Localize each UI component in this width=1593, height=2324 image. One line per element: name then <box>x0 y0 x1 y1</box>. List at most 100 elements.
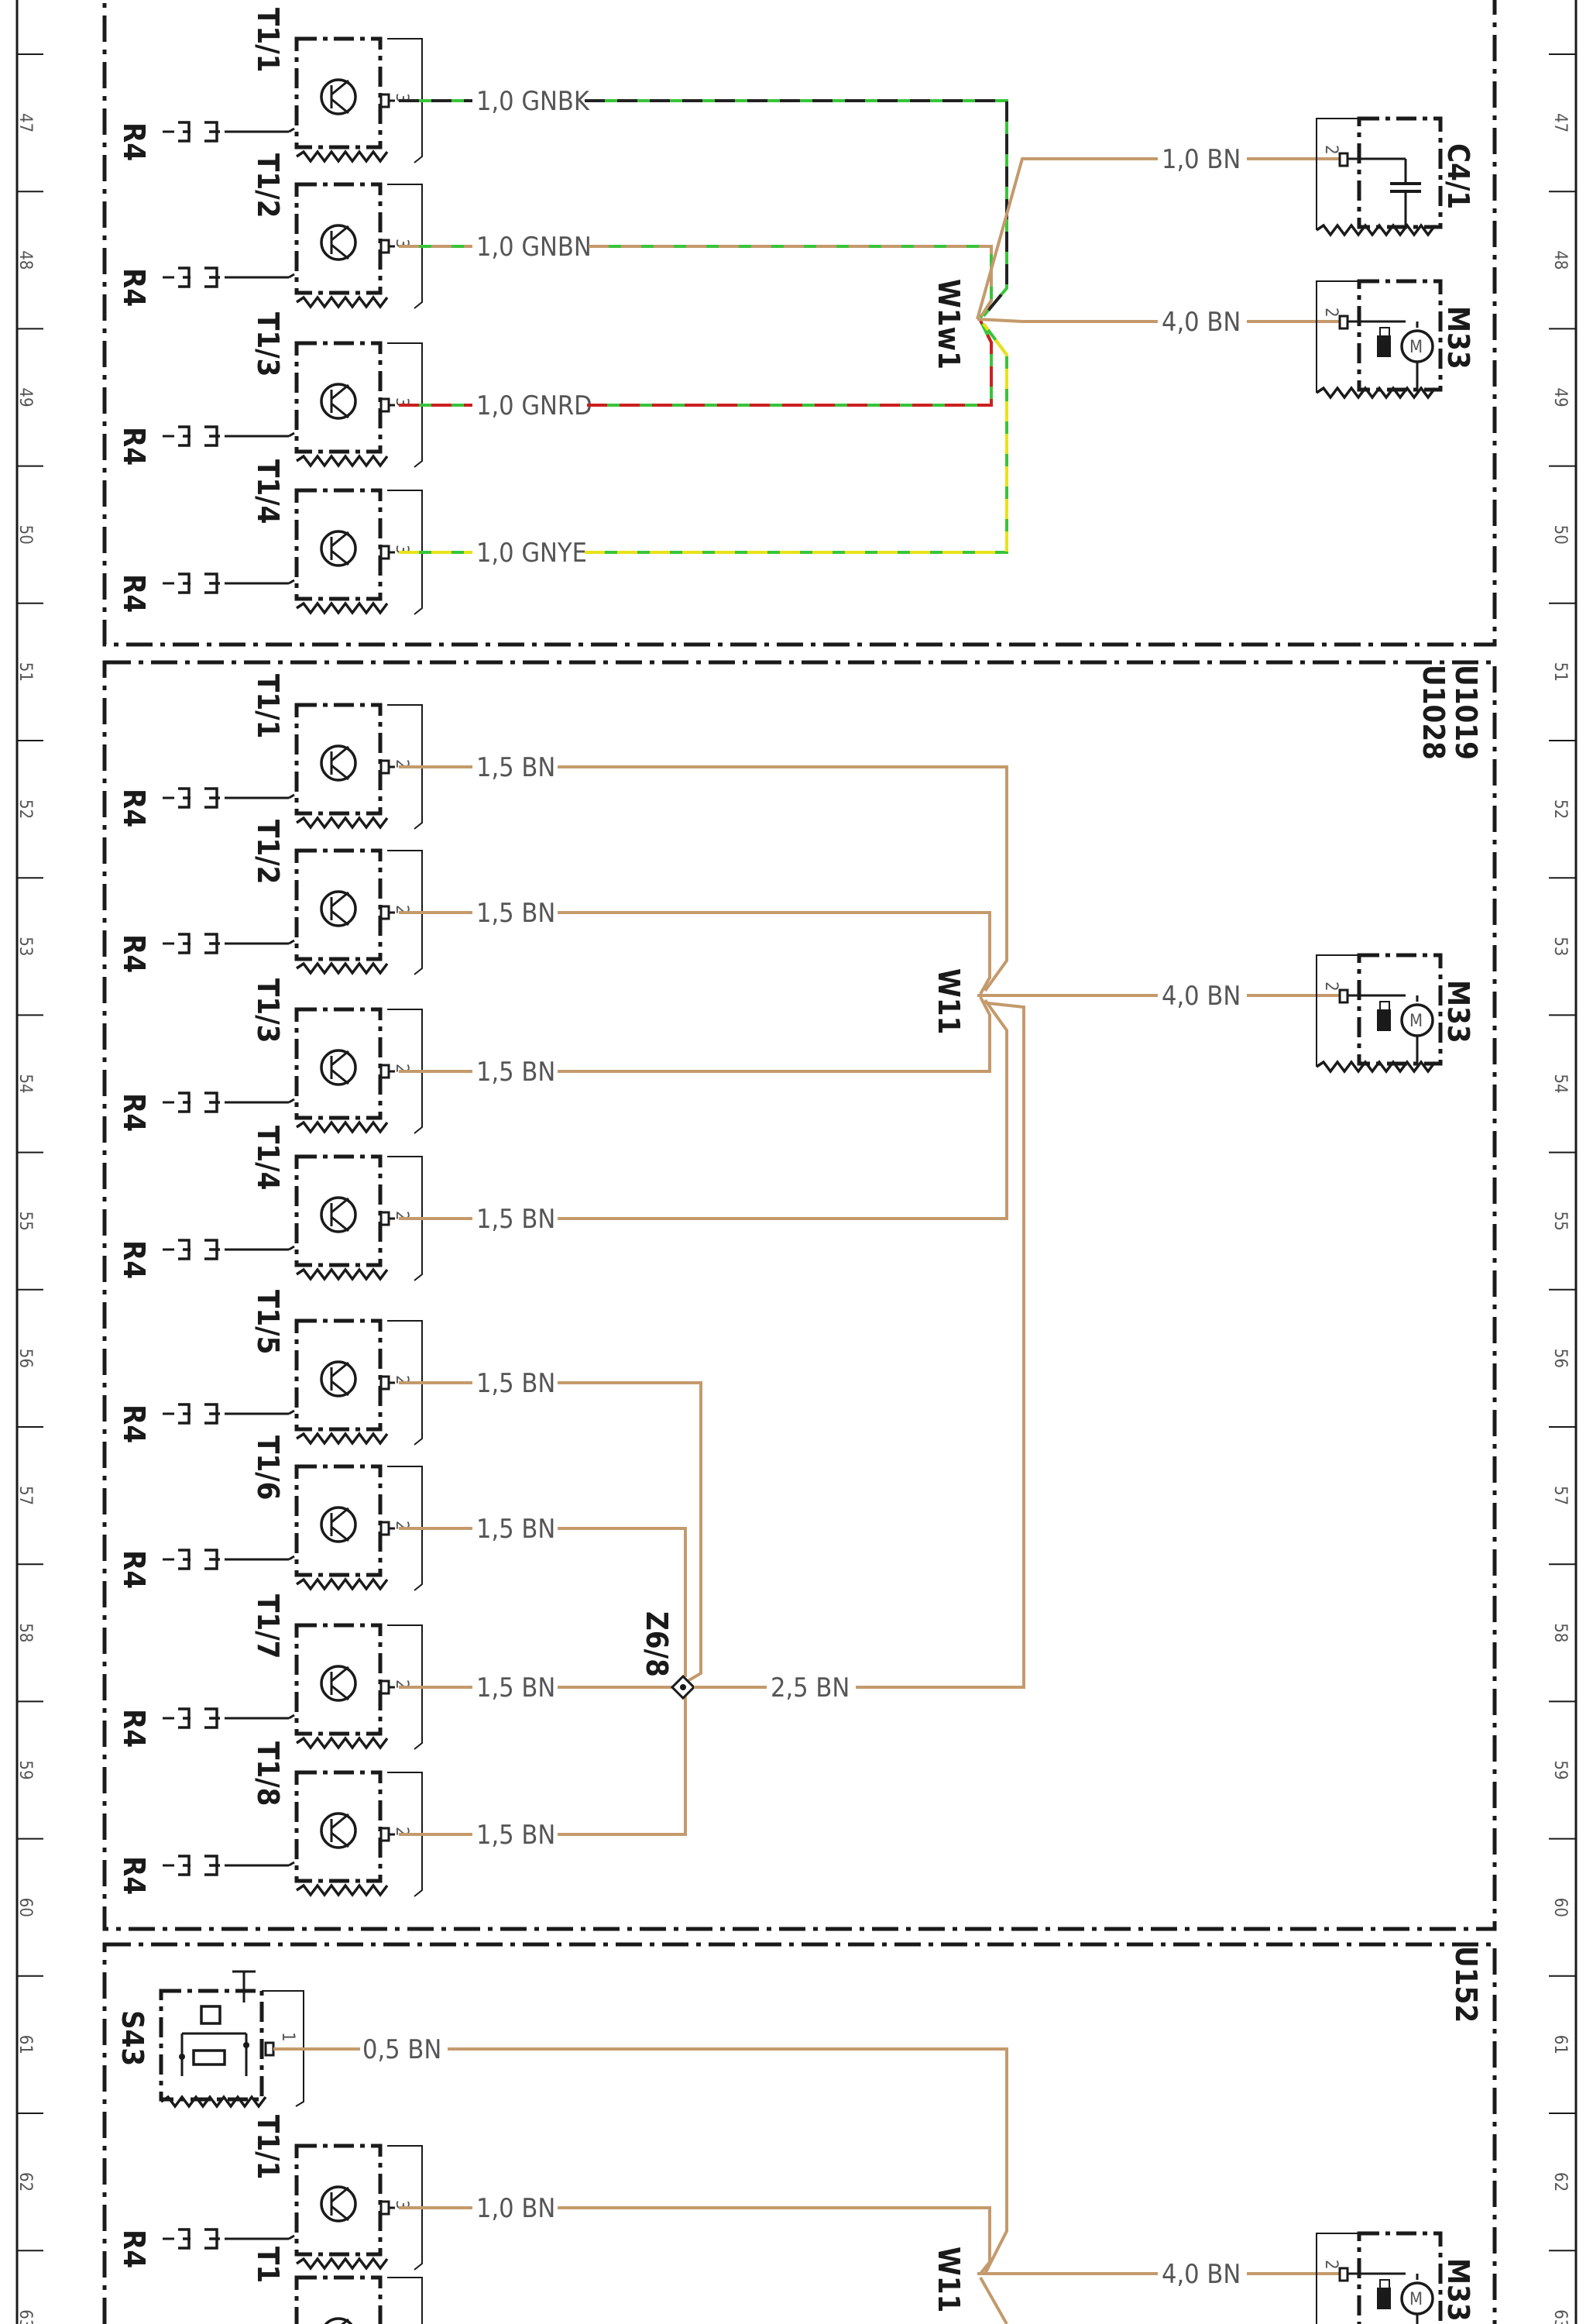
row-number-left: 53 <box>15 937 35 956</box>
wire-label: 1,5 BN <box>476 752 555 783</box>
row-number-left: 50 <box>15 525 35 545</box>
resistor-label: R4 <box>117 1856 151 1895</box>
connector-icon <box>178 787 191 809</box>
resistor-label: R4 <box>117 574 151 613</box>
wire-a3 <box>558 996 991 1073</box>
resistor-label: R4 <box>117 1550 151 1589</box>
resistor-label: R4 <box>117 122 151 161</box>
row-number-right: 48 <box>1550 250 1570 270</box>
transistor-icon <box>320 1049 357 1086</box>
row-number-left: 47 <box>15 113 35 132</box>
resistor-label: R4 <box>117 1709 151 1748</box>
wire-label: 1,0 GNRD <box>476 390 592 421</box>
transistor-icon <box>320 1506 357 1543</box>
wire-label: 1,5 BN <box>476 1368 555 1399</box>
sensor-label: T1/3 <box>251 978 285 1043</box>
transistor-icon <box>320 1360 357 1397</box>
resistor-label: R4 <box>117 1404 151 1443</box>
resistor-label: R4 <box>117 934 151 973</box>
row-number-left: 63 <box>15 2309 35 2324</box>
row-number-left: 52 <box>15 799 35 819</box>
row-number-left: 59 <box>15 1760 35 1779</box>
motor-symbol: M <box>1409 1012 1423 1031</box>
row-number-left: 49 <box>15 387 35 407</box>
transistor-icon <box>320 744 357 782</box>
row-number-left: 58 <box>15 1623 35 1642</box>
resistor-label: R4 <box>117 2229 151 2268</box>
wire-label: 1,5 BN <box>476 1673 555 1703</box>
transistor-icon <box>320 890 357 927</box>
row-number-left: 62 <box>15 2172 35 2192</box>
row-number-right: 49 <box>1550 387 1570 407</box>
wire-output-c4 <box>976 157 1158 320</box>
sensor-label: T1/7 <box>251 1594 285 1659</box>
sensor-label: T1/1 <box>251 8 285 72</box>
switch-label: S43 <box>115 2010 149 2066</box>
wire-gnrd <box>587 320 993 407</box>
connector-icon <box>178 266 191 288</box>
row-number-left: 56 <box>15 1349 35 1368</box>
row-number-right: 63 <box>1550 2309 1570 2324</box>
frame-section-1 <box>102 0 1497 647</box>
wire-label: 1,5 BN <box>476 1514 555 1545</box>
row-number-right: 47 <box>1550 113 1570 132</box>
sensor-c-2: T1 <box>251 2247 423 2324</box>
wire-trunk <box>856 1002 1025 1689</box>
transistor-icon <box>320 1665 357 1702</box>
sensor-label: T1/2 <box>251 153 285 218</box>
motor-symbol: M <box>1409 338 1423 357</box>
transistor-icon <box>320 1812 357 1849</box>
wire-label: 1,5 BN <box>476 1057 555 1088</box>
row-number-left: 51 <box>15 662 35 682</box>
connector-icon <box>178 1239 191 1260</box>
wire-a2 <box>558 911 991 995</box>
resistor-label: R4 <box>117 427 151 466</box>
device-label: M33 <box>1441 2258 1475 2322</box>
sensor-label: T1/4 <box>251 459 285 524</box>
connector-icon <box>178 425 191 447</box>
connector-icon <box>178 1707 191 1729</box>
row-number-right: 53 <box>1550 937 1570 956</box>
sensor-label: T1/2 <box>251 820 285 884</box>
wire-c1 <box>558 2206 991 2275</box>
resistor-label: R4 <box>117 789 151 827</box>
pin-number: 2 <box>1321 145 1341 155</box>
row-number-right: 56 <box>1550 1349 1570 1368</box>
device-label: M33 <box>1441 980 1475 1043</box>
wire-label: 1,0 GNBK <box>476 86 590 117</box>
motor-symbol: M <box>1409 2290 1423 2309</box>
row-number-left: 55 <box>15 1212 35 1231</box>
connector-icon <box>178 1403 191 1425</box>
transistor-icon <box>320 78 357 115</box>
resistor-label: R4 <box>117 1240 151 1279</box>
row-number-right: 59 <box>1550 1760 1570 1779</box>
row-number-right: 60 <box>1550 1898 1570 1917</box>
row-number-right: 50 <box>1550 525 1570 545</box>
row-number-right: 57 <box>1550 1486 1570 1505</box>
wire-label: 1,5 BN <box>476 1204 555 1235</box>
connector-icon <box>178 1549 191 1570</box>
wire-output-m33 <box>977 318 1158 323</box>
device-m33-2: 2M M33 <box>1316 953 1475 1074</box>
sensor-label: T1/5 <box>251 1290 285 1354</box>
row-number-right: 52 <box>1550 799 1570 819</box>
connector-icon <box>178 121 191 143</box>
pin-number: 2 <box>1321 982 1341 992</box>
splice-label: W11 <box>932 968 966 1034</box>
box-label-u152: U152 <box>1449 1946 1483 2023</box>
wire-label: 4,0 BN <box>1162 307 1241 338</box>
wire-b5 <box>558 1381 702 1683</box>
connector-icon <box>178 2228 191 2250</box>
wire-a1 <box>558 765 1008 992</box>
connector-icon <box>178 933 191 954</box>
sensor-label: T1/6 <box>251 1435 285 1500</box>
